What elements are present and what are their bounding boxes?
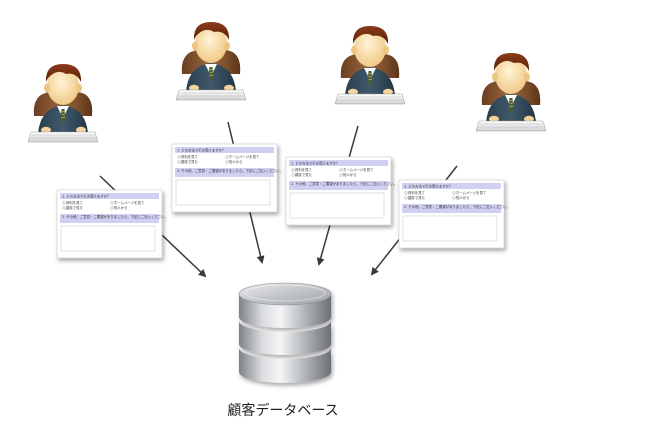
form-question-2: 2. その他、ご意見・ご要望がありましたら、下記にご記入ください。 — [177, 168, 283, 173]
form-option-label: 資料を見て — [295, 167, 312, 172]
form-option-label: 知人から — [456, 195, 470, 200]
operator-person-icon-3 — [334, 25, 406, 105]
form-option-label: 知人から — [114, 205, 128, 210]
survey-form-card — [285, 156, 392, 226]
form-question-2: 2. その他、ご意見・ご要望がありましたら、下記にご記入ください。 — [404, 204, 510, 209]
operator-person-icon-2 — [175, 21, 247, 101]
form-option-label: 雑誌で見た — [408, 195, 426, 200]
operator-person-icon-4 — [475, 52, 547, 132]
form-option-label: 知人から — [343, 172, 357, 177]
survey-form-card — [398, 179, 505, 249]
form-option-label: ホームページを見て — [229, 154, 259, 159]
operator-person-icon-1 — [27, 63, 99, 143]
survey-form-card — [56, 189, 163, 259]
form-option-label: 資料を見て — [408, 190, 425, 195]
database-icon — [238, 282, 332, 383]
form-option-label: 雑誌で見た — [181, 159, 199, 164]
form-option-label: 資料を見て — [181, 154, 198, 159]
form-option-label: 雑誌で見た — [66, 205, 84, 210]
form-question-1: 1. どの方法で引き受けますか？ — [291, 161, 339, 166]
form-question-1: 1. どの方法で引き受けますか？ — [62, 194, 110, 199]
form-option-label: 知人から — [229, 159, 243, 164]
survey-form-card — [171, 143, 278, 213]
people-group — [27, 21, 547, 143]
form-question-2: 2. その他、ご意見・ご要望がありましたら、下記にご記入ください。 — [62, 214, 168, 219]
form-question-1: 1. どの方法で引き受けますか？ — [177, 148, 225, 153]
database-caption: 顧客データベース — [227, 402, 338, 419]
forms-group: 1. どの方法で引き受けますか？資料を見てホームページを見て雑誌で見た知人から2… — [56, 143, 510, 259]
form-option-label: 資料を見て — [66, 200, 83, 205]
form-option-label: ホームページを見て — [114, 200, 144, 205]
form-question-2: 2. その他、ご意見・ご要望がありましたら、下記にご記入ください。 — [291, 181, 397, 186]
form-option-label: ホームページを見て — [343, 167, 373, 172]
form-question-1: 1. どの方法で引き受けますか？ — [404, 184, 452, 189]
form-option-label: ホームページを見て — [456, 190, 486, 195]
form-option-label: 雑誌で見た — [295, 172, 313, 177]
